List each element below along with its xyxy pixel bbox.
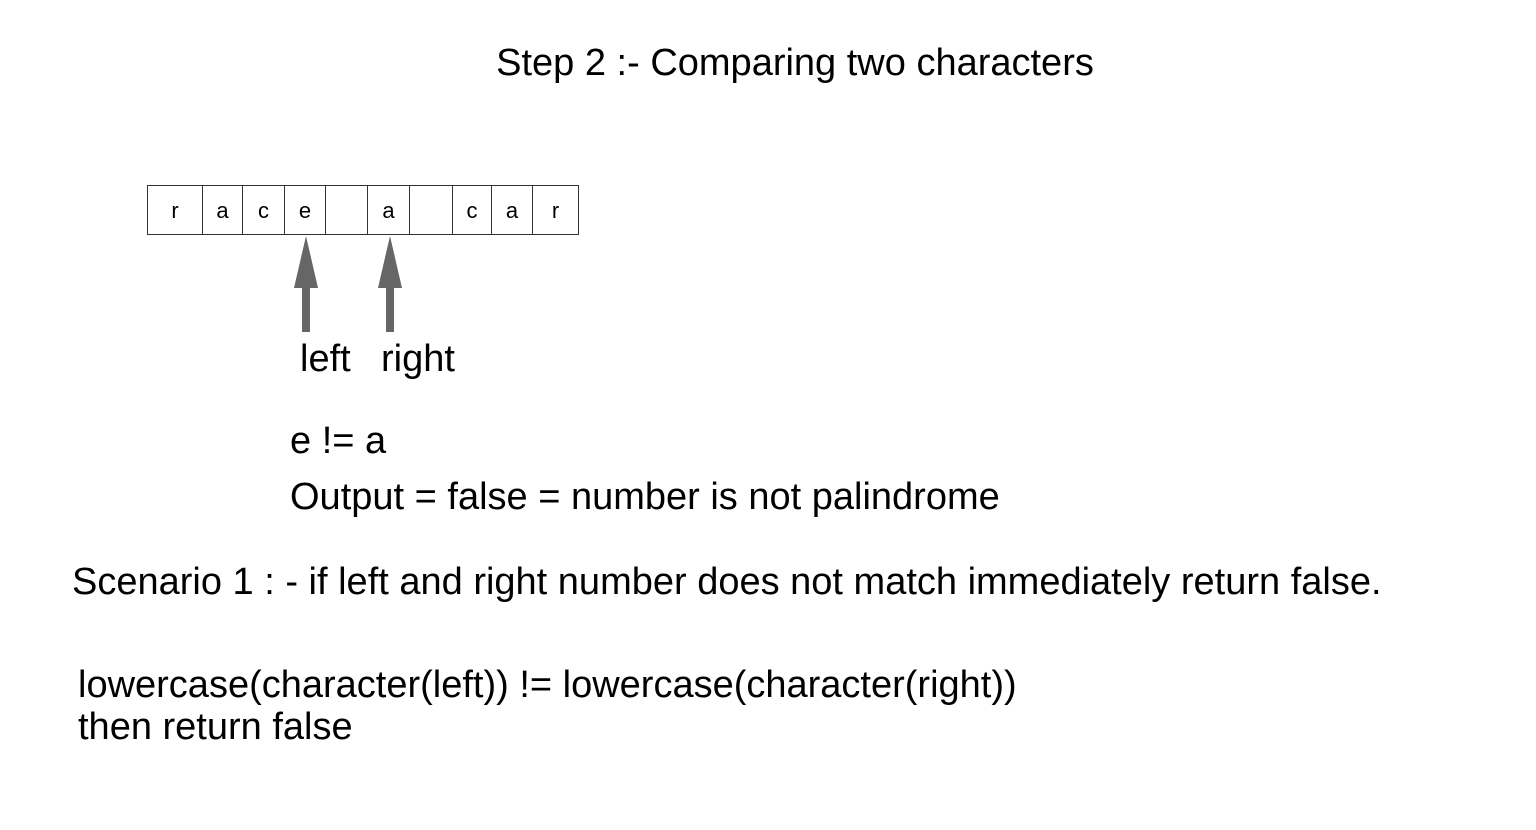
output-text: Output = false = number is not palindrom… — [290, 476, 1000, 518]
array-cell: a — [368, 186, 410, 234]
array-cell: r — [551, 198, 560, 223]
diagram-title: Step 2 :- Comparing two characters — [496, 42, 1094, 84]
right-pointer-arrow — [378, 236, 402, 332]
scenario-text: Scenario 1 : - if left and right number … — [72, 561, 1382, 603]
comparison-text: e != a — [290, 420, 387, 462]
array-cell: a — [492, 186, 533, 234]
array-cell — [410, 186, 453, 234]
array-cell — [326, 186, 368, 234]
left-pointer-arrow — [294, 236, 318, 332]
right-pointer-label: right — [381, 338, 455, 380]
condition-line-1: lowercase(character(left)) != lowercase(… — [78, 664, 1017, 706]
left-pointer-label: left — [300, 338, 351, 380]
array-cell: a — [203, 186, 243, 234]
character-array: r a c e a c a r — [147, 185, 579, 235]
array-cell: e — [285, 186, 326, 234]
array-cell: c — [453, 186, 492, 234]
array-cell: c — [243, 186, 285, 234]
condition-line-2: then return false — [78, 706, 353, 748]
array-cell: r — [148, 186, 203, 234]
